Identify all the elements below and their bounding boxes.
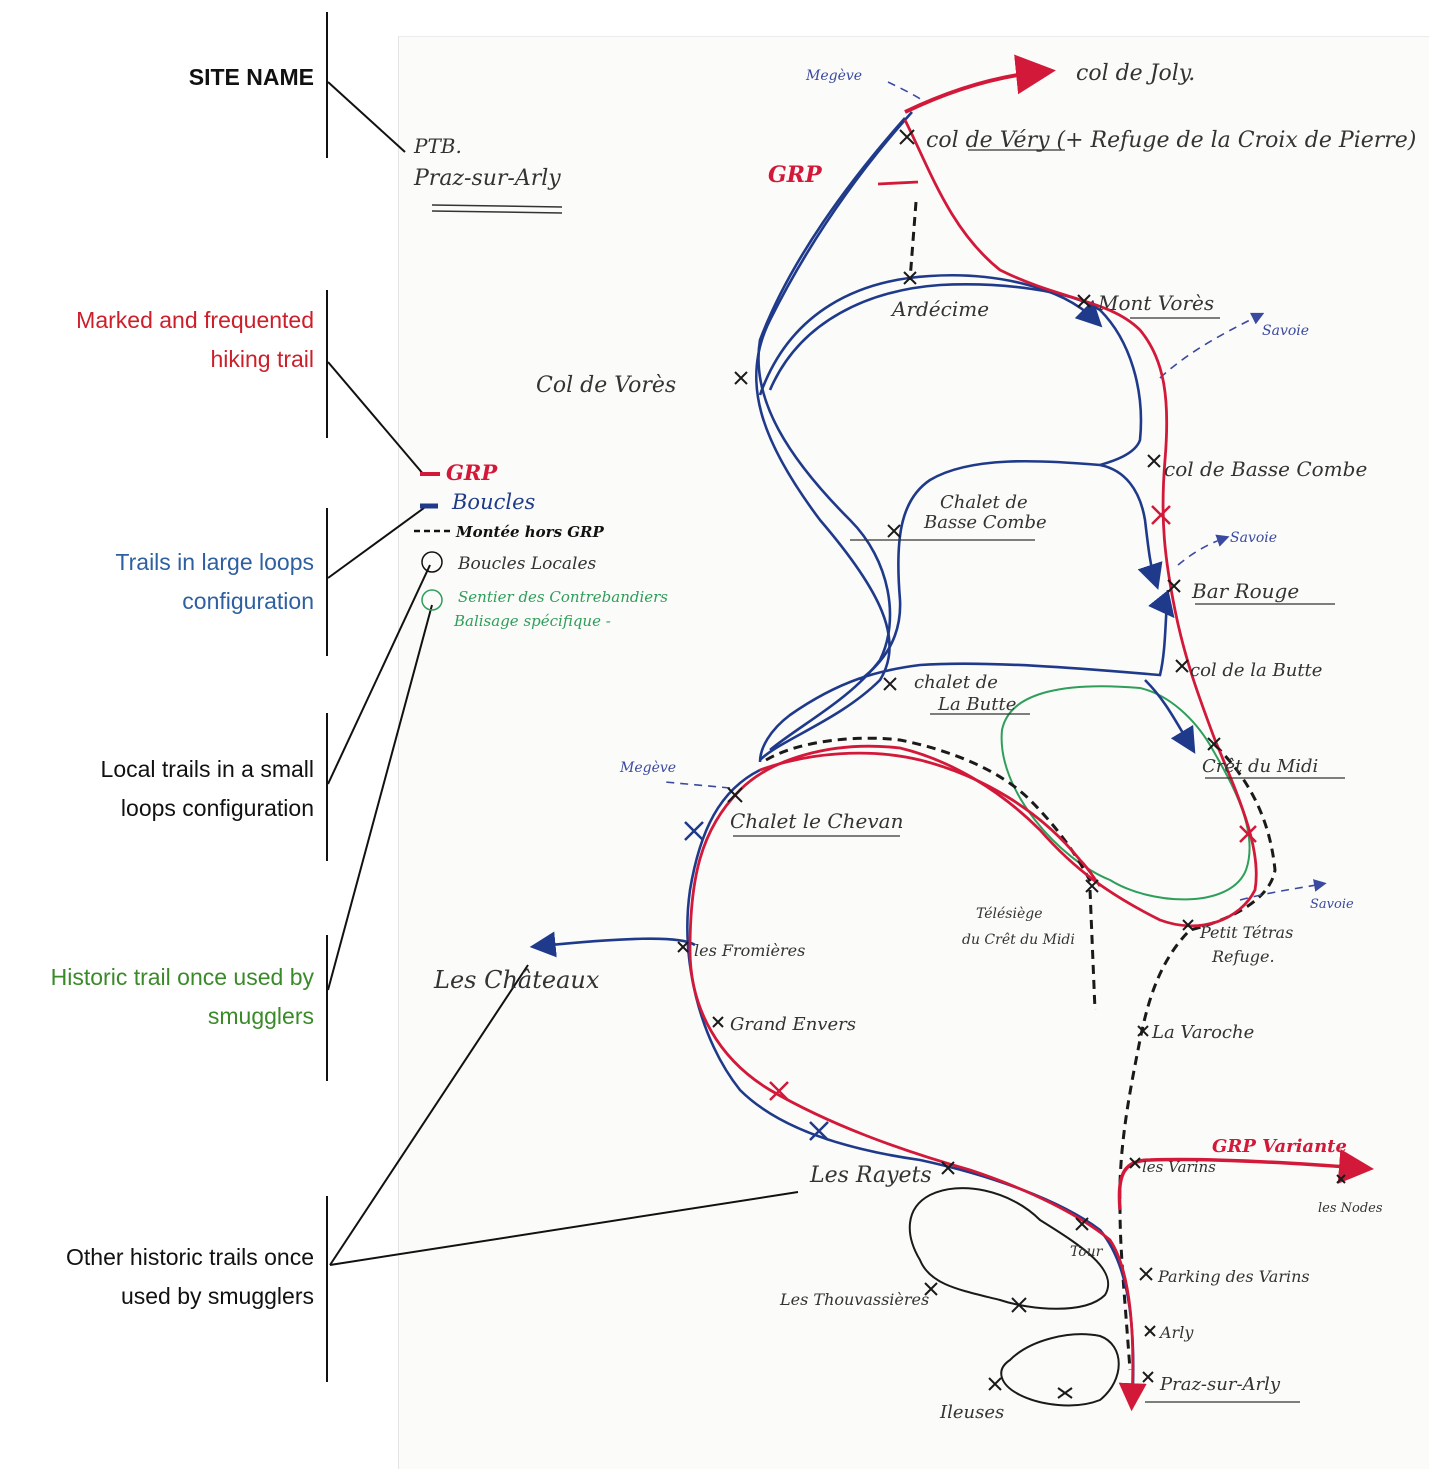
svg-text:Basse Combe: Basse Combe: [923, 512, 1047, 533]
svg-text:Petit Tétras: Petit Tétras: [1199, 923, 1293, 942]
legend-bar: [326, 935, 328, 1081]
svg-text:chalet de: chalet de: [914, 672, 998, 693]
svg-text:Grand Envers: Grand Envers: [730, 1014, 856, 1035]
svg-text:col de Véry (+ Refuge de la Cr: col de Véry (+ Refuge de la Croix de Pie…: [926, 128, 1416, 153]
red-crosses: [769, 505, 1257, 1101]
svg-text:Savoie: Savoie: [1310, 897, 1354, 912]
svg-text:col de la Butte: col de la Butte: [1190, 660, 1322, 681]
legend-bar: [326, 1196, 328, 1382]
red-grp-trail: [688, 54, 1374, 1412]
svg-text:Arly: Arly: [1158, 1323, 1194, 1342]
svg-text:Chalet de: Chalet de: [940, 492, 1028, 513]
svg-text:Boucles Locales: Boucles Locales: [457, 554, 597, 574]
svg-text:GRP Variante: GRP Variante: [1212, 1136, 1347, 1157]
svg-text:Megève: Megève: [619, 760, 676, 776]
svg-text:Télésiège: Télésiège: [976, 906, 1043, 922]
waypoint-crosses: [677, 129, 1346, 1399]
svg-text:La Butte: La Butte: [937, 694, 1016, 715]
svg-text:col de Joly.: col de Joly.: [1076, 61, 1195, 86]
place-labels: col de Joly. Megève col de Véry (+ Refug…: [433, 61, 1416, 1423]
svg-text:Montée hors GRP: Montée hors GRP: [455, 523, 605, 541]
svg-text:Praz-sur-Arly: Praz-sur-Arly: [413, 166, 561, 191]
svg-text:Bar Rouge: Bar Rouge: [1191, 579, 1299, 603]
legend-bar: [326, 508, 328, 656]
svg-text:col de Basse Combe: col de Basse Combe: [1164, 457, 1367, 481]
svg-text:Col de Vorès: Col de Vorès: [536, 373, 676, 398]
blue-crosses: [684, 821, 829, 1141]
svg-text:La Varoche: La Varoche: [1151, 1022, 1254, 1043]
svg-text:Balisage spécifique -: Balisage spécifique -: [453, 612, 611, 630]
svg-text:PTB.: PTB.: [413, 134, 462, 158]
svg-text:Sentier des Contrebandiers: Sentier des Contrebandiers: [458, 588, 668, 606]
svg-text:Savoie: Savoie: [1230, 530, 1277, 546]
svg-text:Parking des Varins: Parking des Varins: [1157, 1267, 1310, 1286]
legend-bar: [326, 12, 328, 158]
legend-site-name: SITE NAME: [188, 64, 314, 90]
svg-text:Chalet le Chevan: Chalet le Chevan: [730, 809, 903, 833]
dashed-blue-branches: [664, 81, 1327, 901]
svg-text:Praz-sur-Arly: Praz-sur-Arly: [1159, 1374, 1281, 1395]
svg-text:les Varins: les Varins: [1142, 1158, 1216, 1176]
local-loop-ileuses: [1000, 1333, 1120, 1407]
svg-text:Les Thouvassières: Les Thouvassières: [779, 1290, 929, 1309]
local-loop-thouvassieres: [908, 1187, 1110, 1310]
svg-text:Mont Vorès: Mont Vorès: [1097, 291, 1214, 315]
smugglers-trail-green: [1000, 685, 1251, 901]
legend-bar: [326, 290, 328, 438]
svg-text:Ardécime: Ardécime: [890, 297, 989, 321]
svg-text:Les Châteaux: Les Châteaux: [433, 966, 600, 994]
svg-text:GRP: GRP: [768, 162, 823, 188]
svg-text:Les Rayets: Les Rayets: [809, 1163, 932, 1188]
svg-text:Savoie: Savoie: [1262, 323, 1309, 339]
svg-text:les Nodes: les Nodes: [1318, 1201, 1383, 1216]
svg-text:Tour: Tour: [1070, 1244, 1104, 1260]
svg-text:du Crêt du Midi: du Crêt du Midi: [962, 932, 1075, 948]
dashed-montee-trails: [765, 201, 1277, 1371]
svg-text:GRP: GRP: [446, 460, 498, 485]
svg-text:Ileuses: Ileuses: [939, 1402, 1004, 1423]
leader-lines: [327, 81, 799, 1266]
svg-text:Megève: Megève: [805, 68, 862, 84]
svg-text:Refuge.: Refuge.: [1211, 947, 1275, 966]
sketch-key: GRP Boucles Montée hors GRP Boucles Loca…: [414, 460, 668, 630]
svg-text:les Fromières: les Fromières: [694, 941, 805, 960]
site-name-sketch: PTB. Praz-sur-Arly: [413, 134, 561, 191]
svg-text:Boucles: Boucles: [451, 490, 536, 514]
svg-text:Crêt du Midi: Crêt du Midi: [1202, 756, 1318, 777]
legend-bar: [326, 713, 328, 861]
